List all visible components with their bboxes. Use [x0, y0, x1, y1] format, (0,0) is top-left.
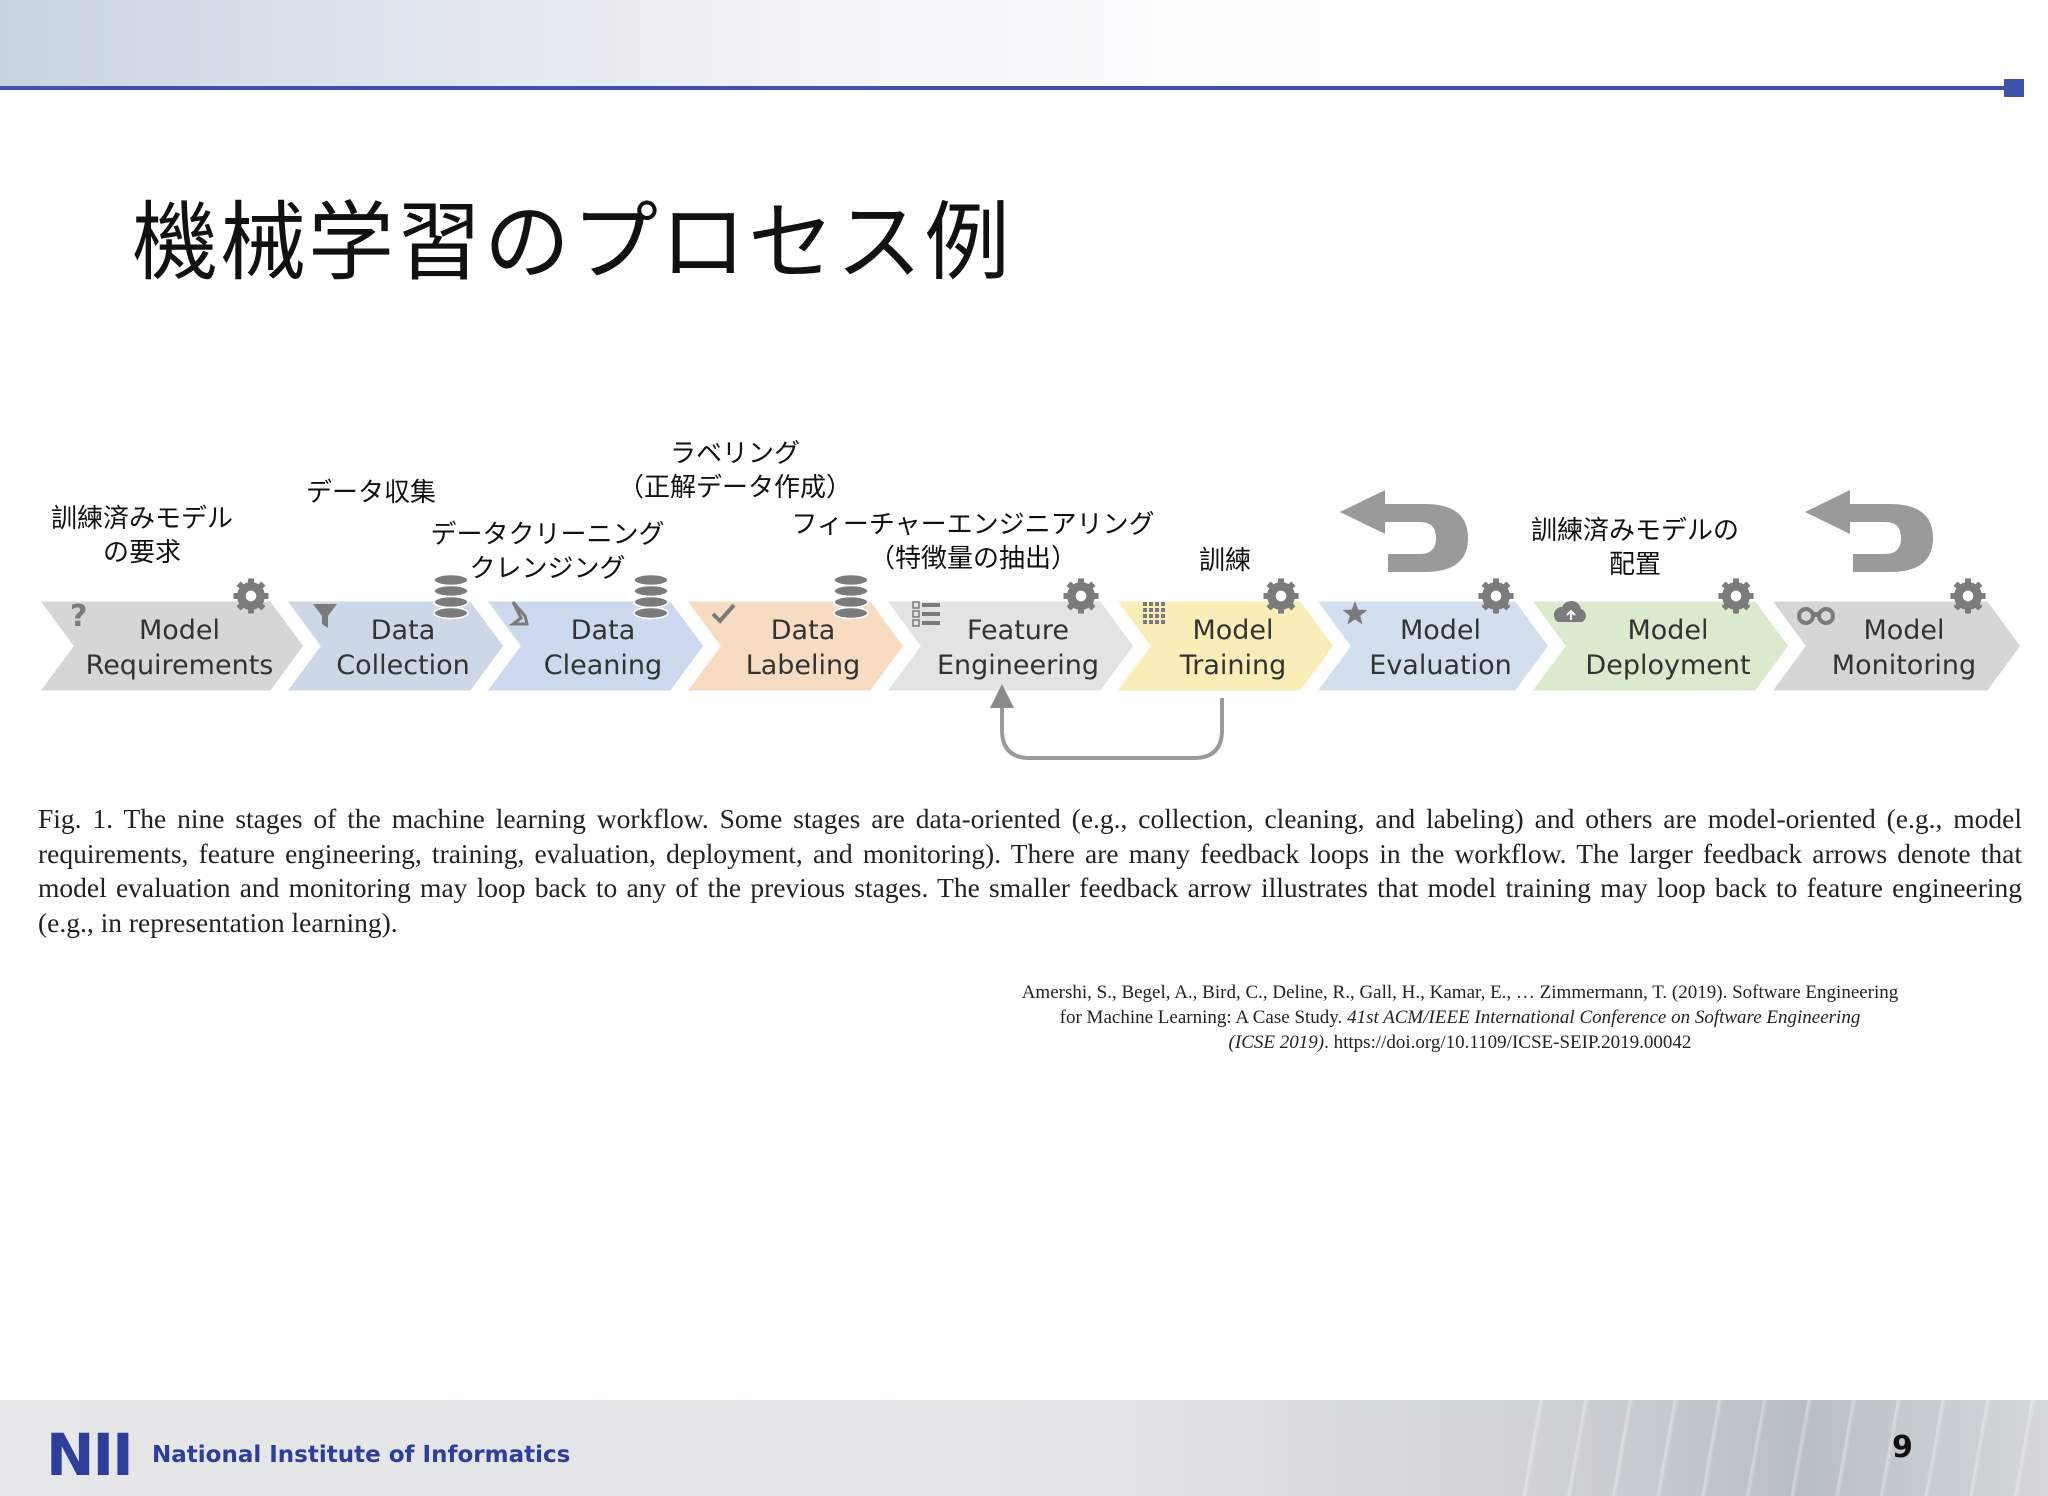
database-icon [833, 573, 869, 620]
gear-icon [1950, 578, 1986, 614]
svg-text:?: ? [70, 599, 87, 634]
reference-line-2: for Machine Learning: A Case Study. 41st… [1059, 1007, 1861, 1028]
gear-icon [1263, 578, 1299, 614]
stage-label-line1: Model [1627, 615, 1708, 646]
list-icon [912, 601, 940, 627]
star-icon [1342, 601, 1368, 625]
stage-label-line2: Requirements [86, 650, 274, 681]
stage-label-line1: Model [1863, 615, 1944, 646]
stage-label-line1: Feature [967, 615, 1069, 646]
jp-label-feature-engineering: フィーチャーエンジニアリング （特徴量の抽出） [791, 510, 1155, 574]
stage-chevron [1527, 598, 1792, 694]
stage-label-line2: Monitoring [1832, 650, 1976, 681]
jp-label-model-deployment: 訓練済みモデルの 配置 [1530, 516, 1739, 580]
gear-icon [1478, 578, 1514, 614]
reference-citation: Amershi, S., Begel, A., Bird, C., Deline… [960, 980, 1960, 1055]
stage-label-line2: Cleaning [544, 650, 662, 681]
stage-label-line2: Collection [336, 650, 470, 681]
jp-label-model-requirements: 訓練済みモデル の要求 [50, 504, 233, 568]
stage-chevron [35, 598, 307, 694]
question-icon: ? [70, 599, 87, 634]
gear-icon [233, 578, 269, 614]
stage-chevron [1112, 598, 1337, 694]
feedback-arrow-monitoring [1805, 490, 1933, 572]
nii-logo: NII [46, 1421, 134, 1489]
jp-label-data-cleaning: データクリーニング クレンジング [430, 520, 665, 584]
header-rule [0, 86, 2010, 90]
ml-workflow-diagram: ModelRequirements?DataCollectionDataClea… [35, 490, 2024, 760]
jp-label-data-collection: データ収集 [305, 478, 436, 508]
stage-label-line1: Data [771, 615, 835, 646]
header-banner [0, 0, 2048, 86]
funnel-icon [313, 604, 337, 628]
reference-line-3: (ICSE 2019). https://doi.org/10.1109/ICS… [1228, 1032, 1692, 1053]
feedback-arrow-training [990, 684, 1224, 760]
stage-label-line1: Data [371, 615, 435, 646]
figure-caption: Fig. 1. The nine stages of the machine l… [38, 803, 2022, 938]
cloud-upload-icon [1553, 600, 1586, 622]
stage-label-line2: Deployment [1585, 650, 1750, 681]
stage-label-line2: Evaluation [1369, 650, 1511, 681]
database-icon [633, 573, 669, 620]
page-number: 9 [1892, 1430, 1913, 1465]
broom-icon [508, 601, 529, 626]
stage-chevron [282, 598, 507, 694]
stage-label-line1: Model [1400, 615, 1481, 646]
check-icon [711, 603, 736, 624]
stage-chevrons: ModelRequirements?DataCollectionDataClea… [35, 573, 2024, 694]
database-icon [433, 573, 469, 620]
stage-chevron [482, 598, 707, 694]
stage-label-line2: Labeling [746, 650, 861, 681]
stage-label-line1: Model [1192, 615, 1273, 646]
slide-title: 機械学習のプロセス例 [132, 193, 1012, 293]
stage-label-line1: Data [571, 615, 635, 646]
header-rule-end [2004, 79, 2024, 97]
stage-chevron [882, 598, 1137, 694]
jp-label-model-training: 訓練 [1198, 546, 1251, 576]
gear-icon [1718, 578, 1754, 614]
stage-label-line2: Engineering [937, 650, 1099, 681]
binoculars-icon [1797, 607, 1835, 625]
reference-line-1: Amershi, S., Begel, A., Bird, C., Deline… [1021, 982, 1899, 1003]
stage-chevron [1767, 598, 2024, 694]
grid-icon [1143, 602, 1165, 624]
institute-name: National Institute of Informatics [152, 1442, 571, 1468]
gear-icon [1063, 578, 1099, 614]
stage-label-line1: Model [139, 615, 220, 646]
jp-label-data-labeling: ラベリング （正解データ作成） [617, 439, 852, 503]
stage-label-line2: Training [1179, 650, 1287, 681]
feedback-arrow-evaluation [1340, 490, 1468, 572]
footer-building-image [1500, 1400, 2048, 1496]
stage-chevron [1312, 598, 1552, 694]
footer-bar: NII National Institute of Informatics 9 [0, 1400, 2048, 1496]
stage-chevron [682, 598, 907, 694]
